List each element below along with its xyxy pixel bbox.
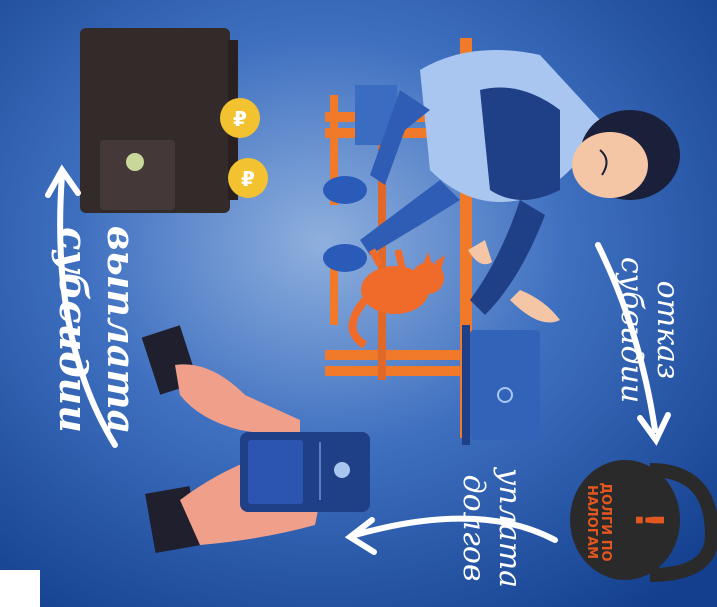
svg-text:₽: ₽ <box>241 167 255 191</box>
person-face <box>572 132 648 198</box>
coin-icon: ₽ <box>228 158 268 198</box>
wallet-icon <box>80 28 238 213</box>
person-shoe <box>323 244 367 272</box>
payment-label-1: уплата <box>492 466 527 588</box>
subsidy-payment-label-2: субсидии <box>51 227 96 433</box>
laptop-icon <box>470 330 540 440</box>
payment-label-2: долгов <box>456 475 491 582</box>
refusal-label-2: субсидии <box>614 257 649 403</box>
desk-leg <box>325 350 475 360</box>
subsidy-payment-label-1: выплата <box>99 226 144 435</box>
corner-block <box>0 570 40 607</box>
weight-label-1: ДОЛГИ ПО <box>598 482 613 561</box>
coin-icon: ₽ <box>220 98 260 138</box>
svg-text:₽: ₽ <box>233 107 247 131</box>
refusal-label-1: отказ <box>650 281 685 380</box>
weight-exclamation: ! <box>627 511 671 528</box>
person-vest <box>480 88 560 201</box>
phone-icon <box>240 432 370 512</box>
person-shoe <box>323 176 367 204</box>
laptop-base <box>462 325 470 445</box>
weight-label-2: НАЛОГАМ <box>584 485 599 559</box>
desk-leg <box>325 366 475 376</box>
